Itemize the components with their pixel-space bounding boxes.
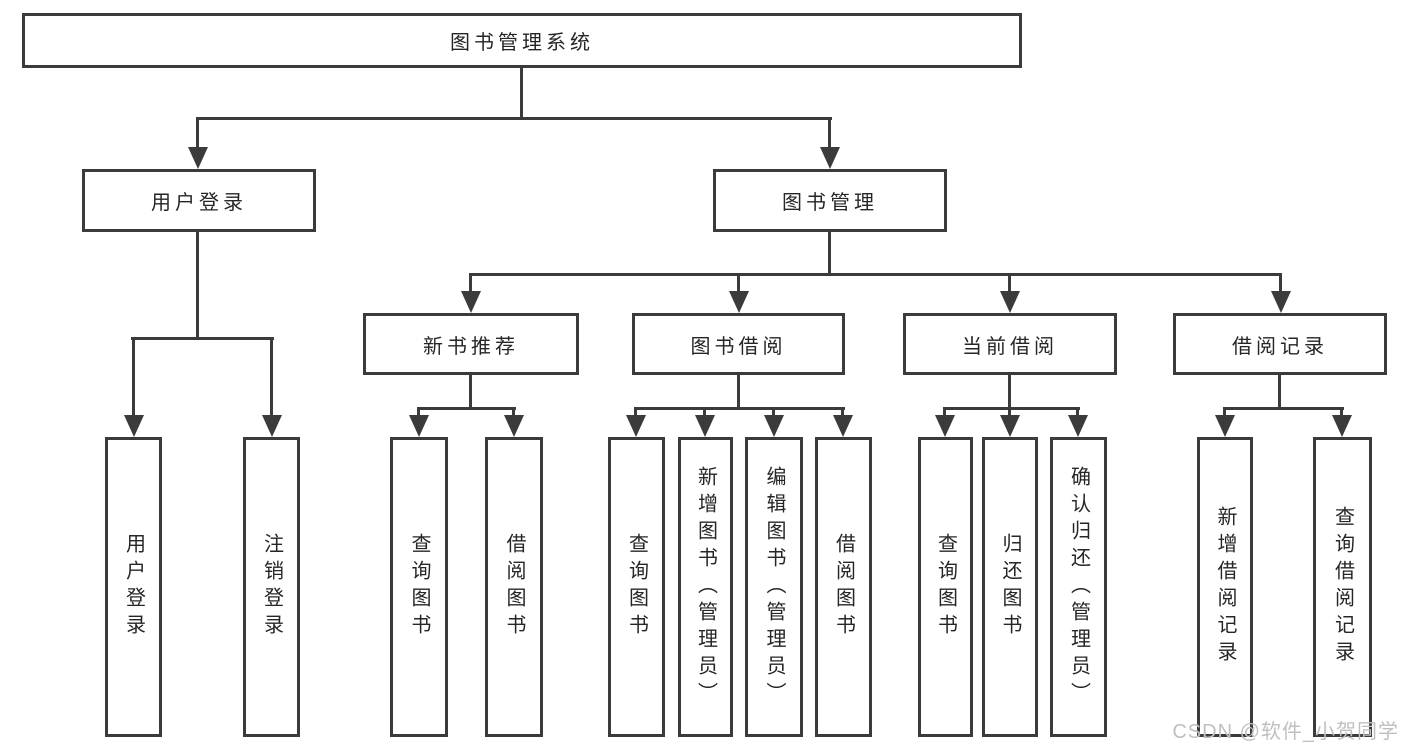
connector-root-drop <box>520 68 523 120</box>
arrow-to-borrow-edit <box>763 407 784 437</box>
leaf-logout-login: 注销登录 <box>243 437 300 737</box>
arrow-to-borrow-add <box>694 407 715 437</box>
leaf-edit-book-admin: 编辑图书（管理员） <box>745 437 803 737</box>
connector-user-login-bus <box>131 337 274 340</box>
arrow-to-user-login <box>187 117 208 169</box>
leaf-return-books: 归还图书 <box>982 437 1038 737</box>
arrow-to-current-borrow <box>999 273 1020 313</box>
leaf-add-borrow-record: 新增借阅记录 <box>1197 437 1253 737</box>
node-library-system: 图书管理系统 <box>22 13 1022 68</box>
arrow-to-current-confirm <box>1067 407 1088 437</box>
arrow-to-recommend-borrow <box>503 407 524 437</box>
arrow-to-record-query <box>1331 407 1352 437</box>
leaf-add-book-admin: 新增图书（管理员） <box>678 437 733 737</box>
arrow-to-leaf-user-login <box>123 337 144 437</box>
leaf-recommend-borrow-books: 借阅图书 <box>485 437 543 737</box>
csdn-watermark: CSDN @软件_小贺同学 <box>1172 721 1399 743</box>
connector-borrow-records-drop <box>1278 375 1281 410</box>
arrow-to-current-query <box>934 407 955 437</box>
leaf-borrow-borrow-books: 借阅图书 <box>815 437 872 737</box>
arrow-to-recommend-query <box>408 407 429 437</box>
connector-book-mgmt-drop <box>828 232 831 276</box>
leaf-confirm-return-admin: 确认归还（管理员） <box>1050 437 1107 737</box>
node-current-borrow: 当前借阅 <box>903 313 1117 375</box>
leaf-current-query-books: 查询图书 <box>918 437 973 737</box>
connector-current-borrow-drop <box>1008 375 1011 410</box>
arrow-to-book-borrow <box>728 273 749 313</box>
node-book-borrow: 图书借阅 <box>632 313 845 375</box>
connector-current-borrow-bus <box>943 407 1080 410</box>
leaf-user-login: 用户登录 <box>105 437 162 737</box>
leaf-borrow-query-books: 查询图书 <box>608 437 665 737</box>
node-borrow-records: 借阅记录 <box>1173 313 1387 375</box>
connector-new-book-drop <box>469 375 472 410</box>
arrow-to-new-book-recommend <box>460 273 481 313</box>
connector-book-borrow-bus <box>634 407 845 410</box>
node-new-book-recommend: 新书推荐 <box>363 313 579 375</box>
arrow-to-borrow-query <box>625 407 646 437</box>
arrow-to-record-add <box>1214 407 1235 437</box>
arrow-to-borrow-records <box>1270 273 1291 313</box>
connector-new-book-bus <box>417 407 516 410</box>
connector-level3-bus <box>469 273 1282 276</box>
connector-book-borrow-drop <box>737 375 740 410</box>
node-book-management: 图书管理 <box>713 169 947 232</box>
connector-level2-bus <box>196 117 832 120</box>
arrow-to-leaf-logout <box>261 337 282 437</box>
connector-borrow-records-bus <box>1223 407 1344 410</box>
connector-user-login-drop <box>196 232 199 340</box>
arrow-to-borrow-borrow <box>832 407 853 437</box>
leaf-query-borrow-record: 查询借阅记录 <box>1313 437 1372 737</box>
arrow-to-current-return <box>999 407 1020 437</box>
leaf-recommend-query-books: 查询图书 <box>390 437 448 737</box>
node-user-login: 用户登录 <box>82 169 316 232</box>
arrow-to-book-management <box>819 117 840 169</box>
